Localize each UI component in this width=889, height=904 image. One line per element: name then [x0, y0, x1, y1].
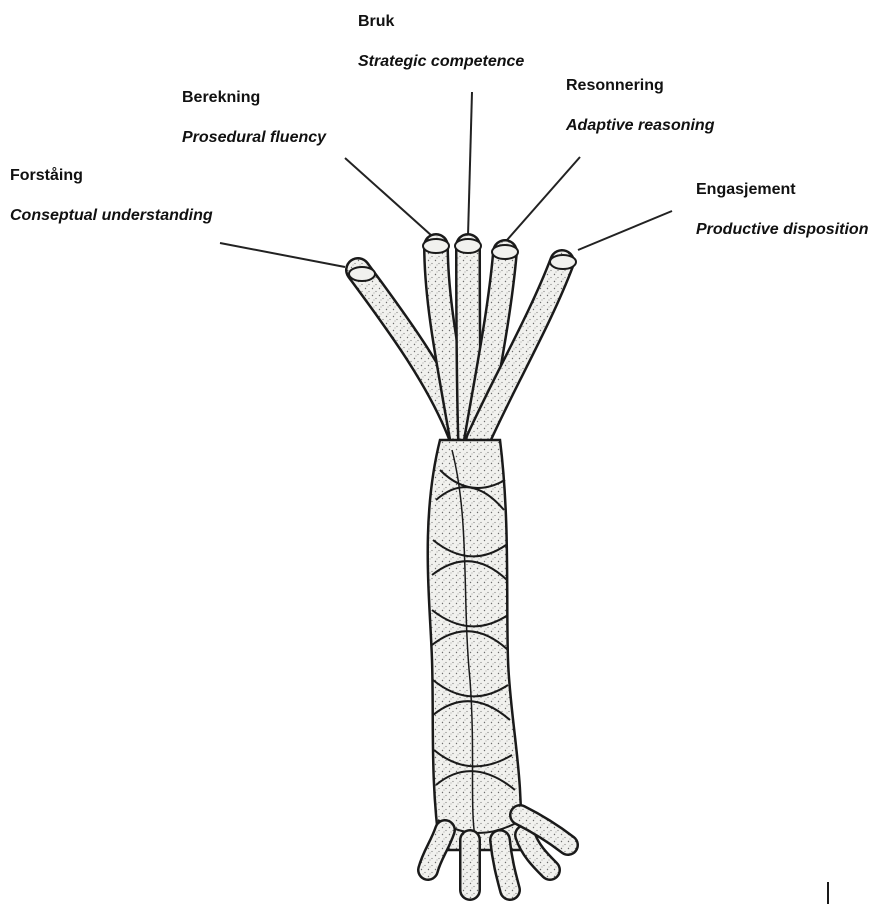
label-english: Conseptual understanding — [10, 206, 213, 226]
leader-line-engasjement — [578, 211, 672, 250]
label-norwegian: Engasjement — [696, 180, 868, 200]
label-norwegian: Forståing — [10, 166, 213, 186]
label-norwegian: Bruk — [358, 12, 524, 32]
strand-label-forstaing: Forståing Conseptual understanding — [10, 166, 213, 226]
label-norwegian: Resonnering — [566, 76, 714, 96]
strand-label-berekning: Berekning Prosedural fluency — [182, 88, 326, 148]
strand-label-bruk: Bruk Strategic competence — [358, 12, 524, 72]
label-norwegian: Berekning — [182, 88, 326, 108]
label-english: Adaptive reasoning — [566, 116, 714, 136]
leader-line-bruk — [468, 92, 472, 236]
label-english: Prosedural fluency — [182, 128, 326, 148]
strand-label-resonnering: Resonnering Adaptive reasoning — [566, 76, 714, 136]
label-english: Productive disposition — [696, 220, 868, 240]
leader-line-resonnering — [507, 157, 580, 240]
leader-line-forstaing — [220, 243, 345, 267]
braided-rope-body — [428, 440, 521, 850]
label-english: Strategic competence — [358, 52, 524, 72]
strand-label-engasjement: Engasjement Productive disposition — [696, 180, 868, 240]
leader-line-berekning — [345, 158, 432, 236]
